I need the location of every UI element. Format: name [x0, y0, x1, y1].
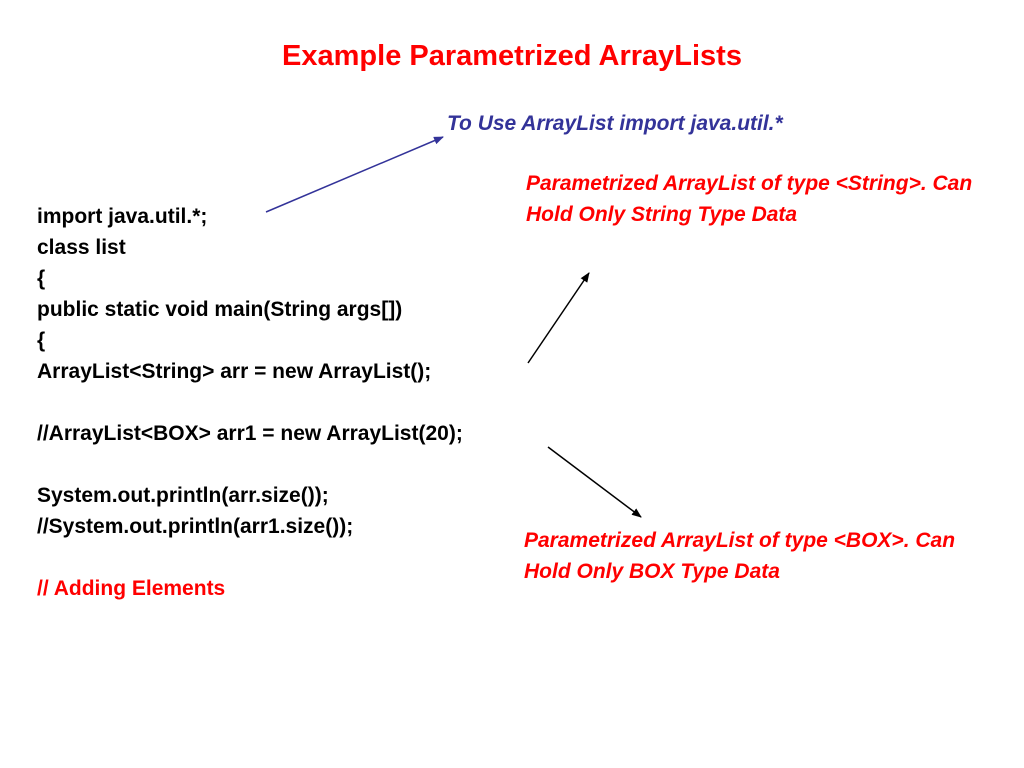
code-line-class: class list: [37, 236, 126, 259]
code-line-open-brace-main: {: [37, 329, 46, 352]
code-block: import java.util.*; class list { public …: [37, 201, 463, 604]
arrow-to-string-annotation: [527, 272, 590, 364]
code-line-arraylist-string: ArrayList<String> arr = new ArrayList();: [37, 360, 432, 383]
code-line-open-brace-class: {: [37, 267, 46, 290]
arrow-to-import-note: [265, 136, 444, 213]
code-line-arraylist-box: //ArrayList<BOX> arr1 = new ArrayList(20…: [37, 422, 463, 445]
code-line-adding-elements-comment: // Adding Elements: [37, 577, 226, 600]
code-line-print-size: System.out.println(arr.size());: [37, 484, 329, 507]
code-line-import: import java.util.*;: [37, 205, 208, 228]
annotation-box-arraylist: Parametrized ArrayList of type <BOX>. Ca…: [524, 529, 956, 583]
arrow-to-box-annotation: [547, 446, 642, 518]
slide-title: Example Parametrized ArrayLists: [282, 40, 742, 72]
annotation-string-arraylist: Parametrized ArrayList of type <String>.…: [526, 172, 973, 226]
code-line-main: public static void main(String args[]): [37, 298, 403, 321]
code-line-print-size-commented: //System.out.println(arr1.size());: [37, 515, 354, 538]
import-note: To Use ArrayList import java.util.*: [447, 112, 783, 135]
